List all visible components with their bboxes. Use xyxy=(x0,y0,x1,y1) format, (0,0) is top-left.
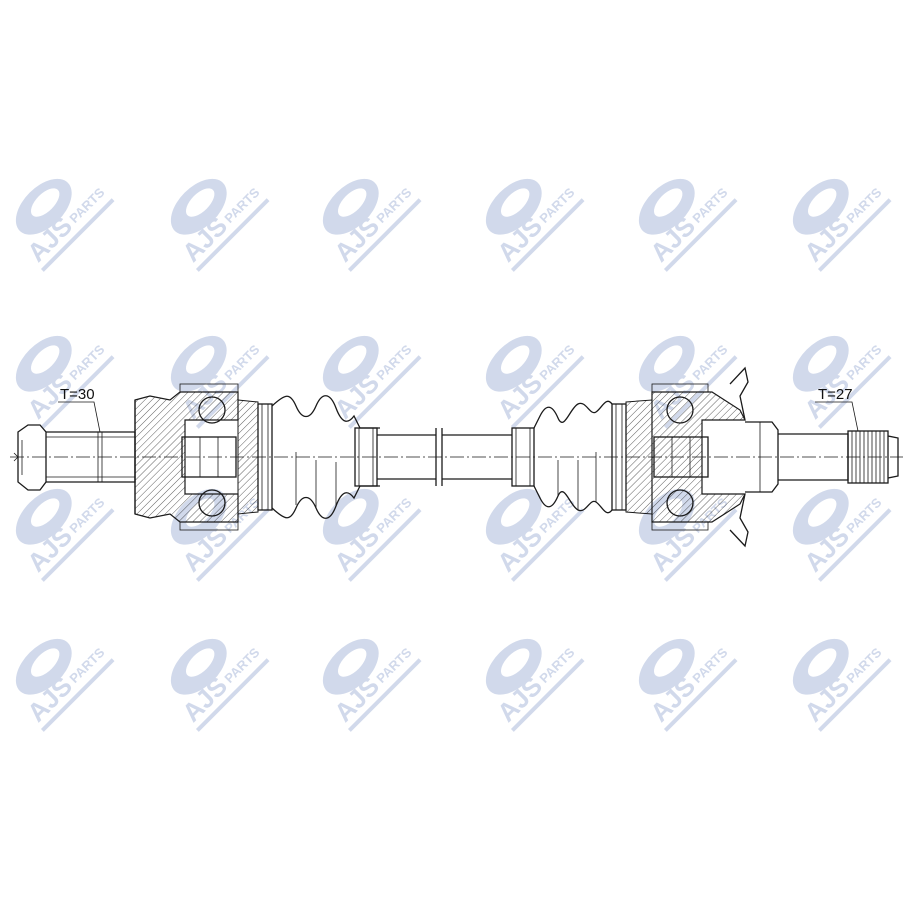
watermark-brand-sub: PARTS xyxy=(221,185,262,226)
watermark-disc-hole xyxy=(500,345,530,374)
watermark-brand-sub: PARTS xyxy=(66,342,107,383)
watermark-disc-hole xyxy=(337,345,367,374)
watermark-underline xyxy=(510,355,585,429)
watermark-disc-hole xyxy=(185,188,215,217)
watermark-disc-hole xyxy=(807,345,837,374)
watermark-disc-hole xyxy=(337,498,367,527)
left-spline-label: T=30 xyxy=(60,386,95,403)
watermark-underline xyxy=(40,508,115,582)
watermark-underline xyxy=(510,198,585,272)
right-label-leader xyxy=(815,401,859,432)
watermark-underline xyxy=(40,355,115,429)
watermark-underline xyxy=(347,198,422,272)
watermark-disc-hole xyxy=(807,648,837,677)
watermark-disc-hole xyxy=(30,498,60,527)
watermark-underline xyxy=(347,658,422,732)
watermark-disc-hole xyxy=(30,345,60,374)
watermark-disc-hole xyxy=(500,648,530,677)
watermark-underline xyxy=(195,658,270,732)
watermark-underline xyxy=(817,508,892,582)
watermark-brand-sub: PARTS xyxy=(536,495,577,536)
watermark-disc-hole xyxy=(30,188,60,217)
watermark-brand-sub: PARTS xyxy=(689,645,730,686)
watermark-disc-hole xyxy=(807,498,837,527)
shaft-bar xyxy=(377,428,512,486)
watermark-underline xyxy=(195,508,270,582)
watermark-brand-sub: PARTS xyxy=(536,645,577,686)
watermark-disc-hole xyxy=(30,648,60,677)
watermark-disc-hole xyxy=(807,188,837,217)
left-cv-joint xyxy=(134,383,273,531)
watermark-underline xyxy=(663,198,738,272)
watermark-brand-sub: PARTS xyxy=(221,645,262,686)
right-spline-stub xyxy=(778,430,899,484)
watermark-underline xyxy=(817,658,892,732)
right-boot xyxy=(511,400,613,514)
watermark-disc-hole xyxy=(185,648,215,677)
watermark-disc-hole xyxy=(500,498,530,527)
right-spline-label: T=27 xyxy=(818,386,853,403)
watermark-underline xyxy=(817,198,892,272)
watermark-underline xyxy=(510,658,585,732)
watermark-brand-sub: PARTS xyxy=(843,185,884,226)
watermark-underline xyxy=(663,508,738,582)
watermark-disc-hole xyxy=(185,345,215,374)
left-label-leader xyxy=(58,401,101,433)
watermark-underline xyxy=(40,658,115,732)
watermark-brand-sub: PARTS xyxy=(66,495,107,536)
watermark-disc-hole xyxy=(653,345,683,374)
drive-shaft-drawing: T=30 T=27 xyxy=(10,366,903,548)
watermark-disc-hole xyxy=(337,188,367,217)
watermark-disc-hole xyxy=(337,648,367,677)
watermark-underline xyxy=(663,658,738,732)
watermark-underline xyxy=(40,198,115,272)
watermark-disc-hole xyxy=(500,188,530,217)
watermark-brand-sub: PARTS xyxy=(373,185,414,226)
watermark-brand-sub: PARTS xyxy=(373,342,414,383)
right-cv-joint xyxy=(611,366,779,548)
watermark-disc-hole xyxy=(653,188,683,217)
watermark-disc-hole xyxy=(653,648,683,677)
watermark-brand-sub: PARTS xyxy=(536,342,577,383)
left-spline-stub xyxy=(13,424,136,491)
watermark-brand-sub: PARTS xyxy=(373,645,414,686)
watermark-underline xyxy=(195,198,270,272)
watermark-brand-sub: PARTS xyxy=(843,645,884,686)
watermark-brand-sub: PARTS xyxy=(843,495,884,536)
watermark-brand-sub: PARTS xyxy=(689,342,730,383)
watermark-underline xyxy=(510,508,585,582)
watermark-brand-sub: PARTS xyxy=(66,645,107,686)
watermark-underline xyxy=(347,508,422,582)
watermark-brand-sub: PARTS xyxy=(689,185,730,226)
watermark-brand-sub: PARTS xyxy=(373,495,414,536)
left-boot xyxy=(271,395,380,519)
watermark-brand-sub: PARTS xyxy=(66,185,107,226)
watermark-underline xyxy=(817,355,892,429)
watermark-brand-sub: PARTS xyxy=(536,185,577,226)
watermark-brand-sub: PARTS xyxy=(221,342,262,383)
watermark-underline xyxy=(347,355,422,429)
watermark-brand-sub: PARTS xyxy=(843,342,884,383)
